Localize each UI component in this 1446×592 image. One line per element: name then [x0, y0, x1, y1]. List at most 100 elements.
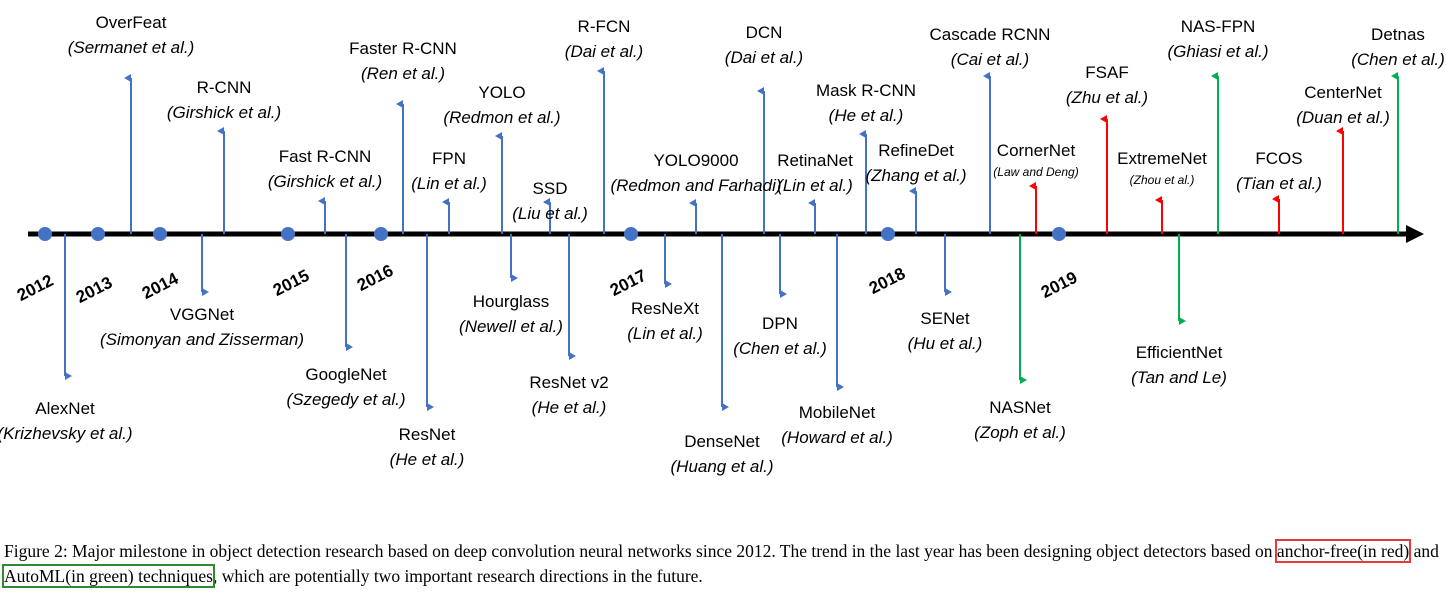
milestone-authors: (Szegedy et al.) [286, 390, 406, 409]
milestone-label: Faster R-CNN (Ren et al.) [349, 36, 457, 86]
milestone-name: CornerNet [996, 141, 1076, 160]
milestone-authors: (Chen et al.) [733, 339, 827, 358]
milestone-name: ResNet [398, 425, 456, 444]
milestone-authors: (Duan et al.) [1296, 108, 1390, 127]
milestone-name: ExtremeNet [1117, 149, 1207, 168]
milestone-authors: (Zhang et al.) [865, 166, 967, 185]
milestone-name: Mask R-CNN [815, 81, 917, 100]
milestone-name: ResNet v2 [529, 373, 609, 392]
milestone-label: OverFeat (Sermanet et al.) [68, 10, 195, 60]
milestone-authors: (Zhu et al.) [1065, 88, 1149, 107]
milestone-label: CenterNet (Duan et al.) [1296, 80, 1390, 130]
milestone-label: ExtremeNet (Zhou et al.) [1117, 146, 1207, 189]
milestone-authors: (Ren et al.) [360, 64, 446, 83]
milestone-authors: (Cai et al.) [950, 50, 1030, 69]
milestone-name: OverFeat [95, 13, 167, 32]
milestone-name: NAS-FPN [1180, 17, 1256, 36]
milestone-authors: (Zhou et al.) [1129, 173, 1195, 187]
milestone-label: Hourglass (Newell et al.) [459, 289, 563, 339]
timeline-axis-arrowhead [1406, 225, 1424, 243]
milestone-label: MobileNet(Howard et al.) [781, 400, 892, 450]
year-marker-dot [91, 227, 105, 241]
milestone-authors: (Lin et al.) [777, 176, 853, 195]
milestone-label: GoogleNet (Szegedy et al.) [286, 362, 405, 412]
milestone-name: AlexNet [35, 399, 95, 418]
milestone-label: RetinaNet (Lin et al.) [777, 148, 853, 198]
milestone-name: YOLO [478, 83, 526, 102]
caption-prefix: Figure 2: Major milestone in object dete… [4, 541, 1277, 561]
milestone-label: VGGNet(Simonyan and Zisserman) [100, 302, 304, 352]
figure-caption: Figure 2: Major milestone in object dete… [2, 539, 1440, 589]
milestone-authors: (Redmon and Farhadi) [610, 176, 782, 195]
milestone-label: Detnas (Chen et al.) [1351, 22, 1445, 72]
milestone-name: RefineDet [878, 141, 954, 160]
milestone-name: DCN [745, 23, 783, 42]
year-marker-dot [153, 227, 167, 241]
caption-anchor-free: anchor-free(in red) [1274, 539, 1412, 563]
milestone-authors: (Dai et al.) [724, 48, 804, 67]
timeline-figure: OverFeat (Sermanet et al.) R-CNN (Girshick … [0, 10, 1445, 479]
milestone-label: RefineDet (Zhang et al.) [865, 138, 966, 188]
milestone-label: CornerNet (Law and Deng) [993, 138, 1078, 181]
milestone-label: EfficientNet (Tan and Le) [1131, 340, 1227, 390]
milestone-name: Faster R-CNN [349, 39, 457, 58]
milestone-label: YOLO9000(Redmon and Farhadi) [610, 148, 781, 198]
year-marker-dot [881, 227, 895, 241]
milestone-name: Fast R-CNN [278, 147, 372, 166]
caption-middle: and [1409, 541, 1439, 561]
milestone-label: NASNet (Zoph et al.) [974, 395, 1066, 445]
milestone-authors: (Law and Deng) [993, 165, 1079, 179]
milestone-name: DenseNet [684, 432, 760, 451]
milestone-label: ResNeXt(Lin et al.) [627, 296, 703, 346]
milestone-label: ResNet(He et al.) [390, 422, 465, 472]
milestone-authors: (Krizhevsky et al.) [0, 424, 133, 443]
year-marker-dot [1052, 227, 1066, 241]
milestone-authors: (Girshick et al.) [166, 103, 282, 122]
milestone-name: MobileNet [798, 403, 876, 422]
milestone-name: DPN [762, 314, 798, 333]
year-marker-dot [374, 227, 388, 241]
milestone-name: SENet [920, 309, 970, 328]
milestone-name: FSAF [1085, 63, 1129, 82]
milestone-authors: (Redmon et al.) [443, 108, 561, 127]
milestone-label: SENet(Hu et al.) [908, 306, 983, 356]
milestone-authors: (Sermanet et al.) [67, 38, 195, 57]
milestone-name: Detnas [1371, 25, 1425, 44]
year-marker-dot [38, 227, 52, 241]
milestone-label: FSAF (Zhu et al.) [1066, 60, 1148, 110]
milestone-authors: (He et al.) [828, 106, 904, 125]
milestone-name: R-CNN [196, 78, 252, 97]
milestone-name: NASNet [989, 398, 1051, 417]
milestone-authors: (Tian et al.) [1236, 174, 1322, 193]
milestone-authors: (Ghiasi et al.) [1167, 42, 1269, 61]
milestone-label: YOLO (Redmon et al.) [443, 80, 560, 130]
milestone-authors: (Simonyan and Zisserman) [99, 330, 305, 349]
milestone-name: Hourglass [472, 292, 550, 311]
milestone-label: FPN(Lin et al.) [411, 146, 487, 196]
milestone-name: EfficientNet [1135, 343, 1223, 362]
milestone-authors: (Chen et al.) [1351, 50, 1445, 69]
milestone-authors: (He et al.) [531, 398, 607, 417]
milestone-label: NAS-FPN (Ghiasi et al.) [1167, 14, 1268, 64]
milestone-label: R-CNN (Girshick et al.) [167, 75, 281, 125]
milestone-authors: (Zoph et al.) [974, 423, 1066, 442]
milestone-name: CenterNet [1304, 83, 1382, 102]
milestone-authors: (Tan and Le) [1131, 368, 1227, 387]
year-marker-dot [281, 227, 295, 241]
milestone-authors: (Newell et al.) [459, 317, 563, 336]
milestone-label: FCOS(Tian et al.) [1236, 146, 1322, 196]
milestone-label: SSD(Liu et al.) [512, 176, 588, 226]
milestone-authors: (Dai et al.) [564, 42, 644, 61]
caption-automl: AutoML(in green) techniques [2, 564, 215, 588]
caption-suffix: , which are potentially two important re… [212, 566, 703, 586]
milestone-authors: (Lin et al.) [627, 324, 703, 343]
milestone-label: DPN (Chen et al.) [733, 311, 827, 361]
milestone-label: Fast R-CNN(Girshick et al.) [268, 144, 382, 194]
milestone-name: Cascade RCNN [929, 25, 1051, 44]
milestone-name: SSD [532, 179, 568, 198]
milestone-name: FPN [432, 149, 466, 168]
milestone-label: ResNet v2 (He et al.) [529, 370, 608, 420]
milestone-name: RetinaNet [777, 151, 853, 170]
milestone-name: GoogleNet [305, 365, 387, 384]
milestone-label: DenseNet(Huang et al.) [671, 429, 774, 479]
